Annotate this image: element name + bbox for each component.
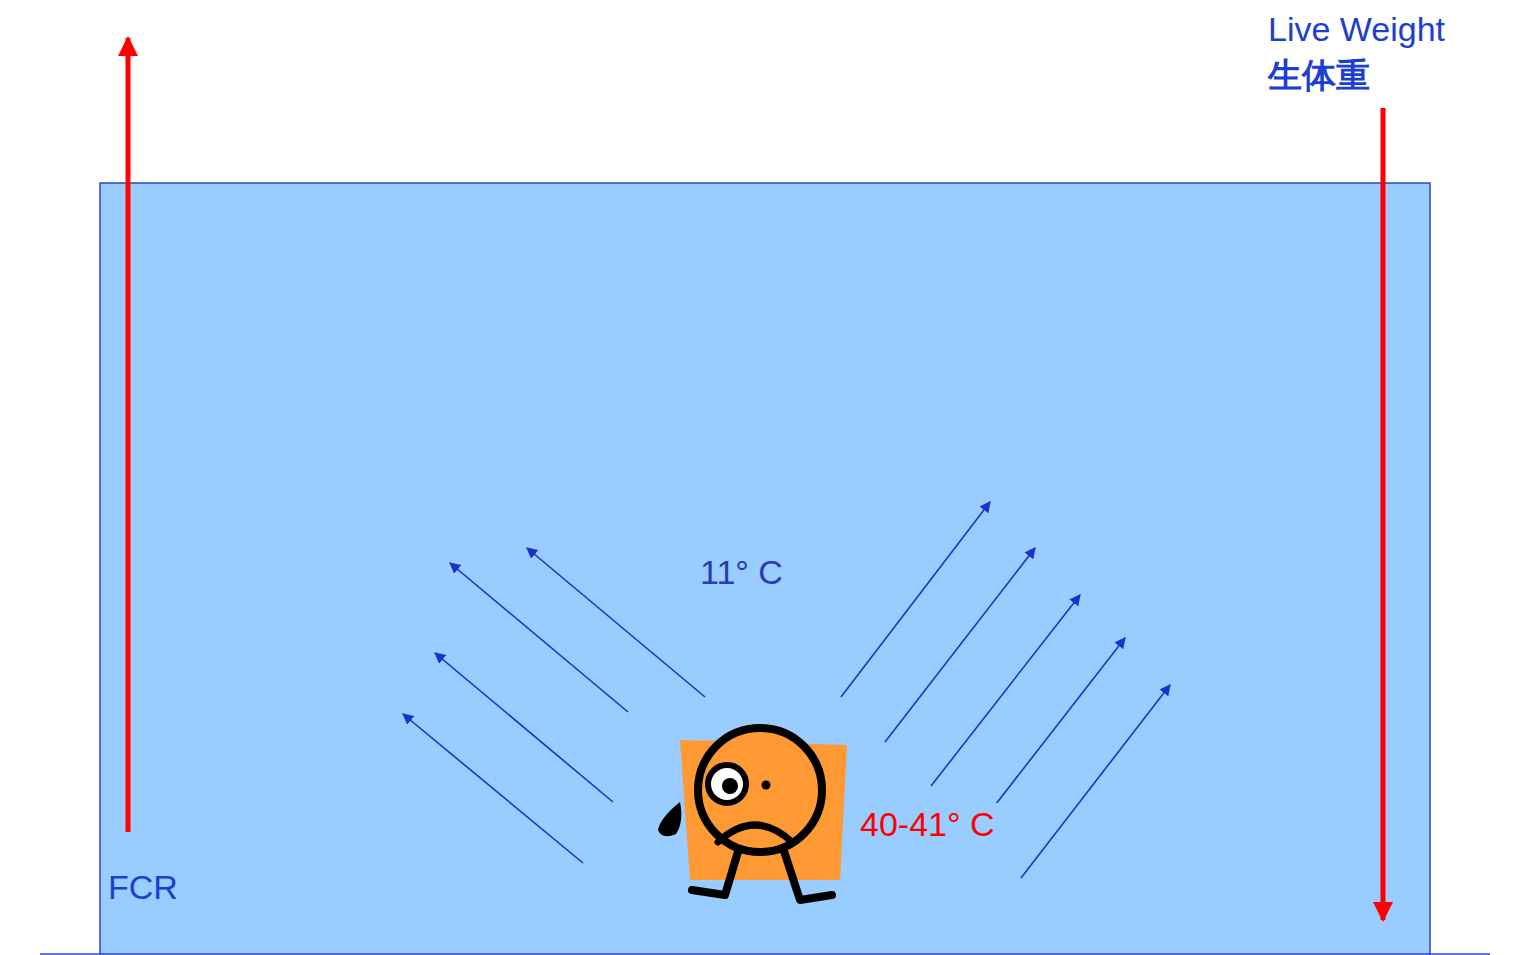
chick-leg	[692, 845, 740, 895]
axis-label: Live Weight	[1268, 10, 1445, 49]
chick-mouth	[718, 825, 792, 842]
heat-arrow	[403, 714, 583, 863]
floor-line	[40, 953, 1490, 955]
heat-arrows	[403, 502, 1170, 878]
heat-arrow	[841, 502, 990, 697]
chick-eye	[708, 765, 746, 803]
heat-arrow	[527, 548, 705, 697]
temperature-label: 11° C	[700, 553, 783, 592]
heat-arrow	[435, 653, 613, 802]
chick-figure	[658, 728, 847, 900]
chick-leg	[782, 845, 832, 900]
chick-pupil	[722, 778, 738, 794]
heat-arrow	[1021, 685, 1170, 878]
heat-arrow	[450, 563, 628, 712]
temperature-label: 40-41° C	[856, 803, 999, 846]
chick-head	[698, 728, 822, 852]
axis-label: 生体重	[1268, 56, 1370, 95]
heat-arrow	[931, 595, 1080, 786]
fcr-arrow	[126, 38, 131, 832]
sweat-drop	[658, 802, 681, 836]
house-ground	[100, 183, 1430, 955]
chick-eye-dot	[762, 781, 771, 790]
weight-arrow	[1381, 108, 1386, 920]
axis-label: FCR	[108, 868, 178, 907]
heat-arrow	[885, 548, 1035, 742]
